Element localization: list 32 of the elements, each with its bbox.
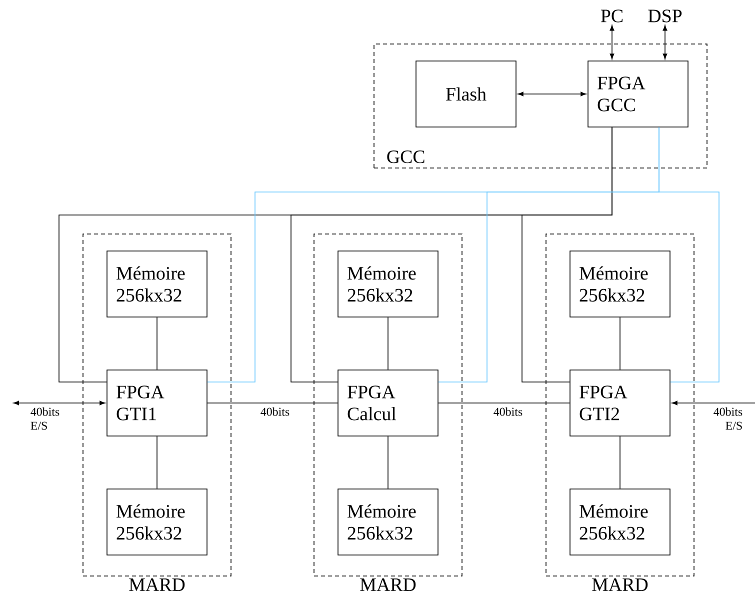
- component-box: FPGA GTI1: [106, 370, 208, 436]
- port-label: PC: [600, 10, 623, 22]
- connector-line: [658, 127, 720, 382]
- connector-line: [522, 127, 612, 382]
- component-box: Mémoire 256kx32: [338, 488, 438, 556]
- port-label: DSP: [648, 10, 682, 22]
- edge-label: 40bits E/S: [714, 407, 742, 430]
- group-label: GCC: [387, 150, 424, 164]
- edge-label: 40bits E/S: [30, 407, 60, 430]
- component-box: Mémoire 256kx32: [570, 488, 670, 556]
- group-label: MARD: [592, 578, 648, 591]
- connector-line: [207, 402, 338, 404]
- group-label: MARD: [129, 578, 185, 591]
- component-box: Mémoire 256kx32: [570, 250, 670, 318]
- component-box: Mémoire 256kx32: [106, 488, 208, 556]
- connector-line: [438, 402, 570, 404]
- connector-line: [156, 436, 158, 489]
- arrow: [672, 400, 755, 406]
- arrow: [610, 25, 614, 60]
- connector-line: [156, 317, 158, 370]
- arrow: [13, 400, 106, 406]
- component-box: Flash: [416, 60, 516, 128]
- component-box: FPGA Calcul: [338, 370, 438, 436]
- component-box: Mémoire 256kx32: [106, 250, 208, 318]
- edge-label: 40bits: [494, 407, 522, 416]
- group-label: MARD: [360, 578, 416, 591]
- component-box: Mémoire 256kx32: [338, 250, 438, 318]
- arrow: [662, 25, 668, 60]
- component-box: FPGA GCC: [588, 60, 688, 128]
- edge-label: 40bits: [260, 407, 290, 416]
- component-box: FPGA GTI2: [570, 370, 670, 436]
- arrow: [518, 92, 586, 96]
